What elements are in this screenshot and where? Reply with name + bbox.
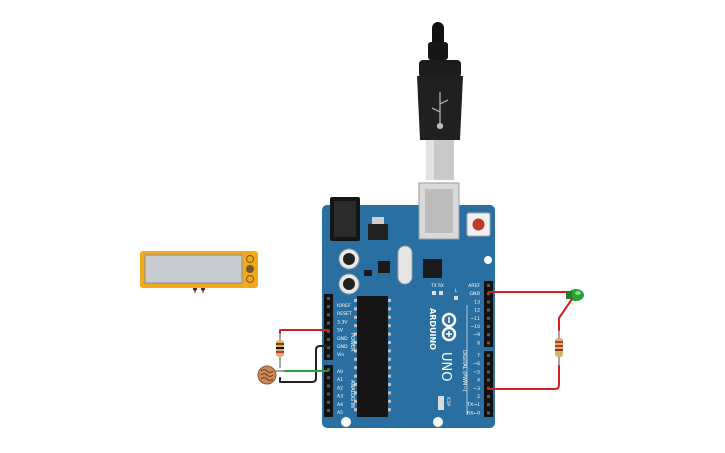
wires[interactable] [275,291,573,390]
pin-label: A1 [337,377,343,383]
pin-label: TX→1 [466,402,480,408]
power-section-label: POWER [349,333,355,352]
pin-label: GND [469,291,480,297]
header-pin[interactable] [487,411,490,415]
pin-label: 13 [474,299,480,305]
pin-label: ~9 [473,332,480,338]
pin-label: A5 [337,410,343,416]
pin-label: 8 [477,340,480,346]
pin-label: 7 [477,353,480,359]
header-pin[interactable] [327,409,330,412]
header-pin[interactable] [327,305,330,309]
digital-header-high [484,281,493,347]
analog-header [324,365,333,417]
pin-label: 4 [477,378,480,384]
pulldown-resistor[interactable] [276,333,284,368]
l-label: L [455,288,458,293]
pin-label: ~6 [473,361,480,367]
led-resistor[interactable] [555,330,563,366]
header-pin[interactable] [487,333,490,337]
tx-label: TX [430,283,436,288]
pin-label: GND [337,344,348,350]
header-pin[interactable] [487,300,490,304]
header-pin[interactable] [327,346,330,350]
icsp-label: ICSP [446,397,451,407]
usb-symbol-icon [431,92,449,130]
wire-5v-red [279,329,329,334]
pin-label: GND [337,336,348,342]
reset-button[interactable] [466,212,491,237]
header-pin[interactable] [327,338,330,341]
header-pin[interactable] [327,368,330,371]
header-pin[interactable] [327,376,330,380]
pin-label: A4 [337,402,343,408]
analog-section-label: ANALOG IN [349,380,355,408]
digital-section-label: DIGITAL (PWM~) [461,350,467,392]
pin-label: ~5 [473,369,480,375]
header-pin[interactable] [487,325,490,328]
arduino-uno-board[interactable]: TX RX L ARDUINO UNO ICSP POWER ANALOG IN… [322,182,495,428]
wire-pin3 [488,365,560,390]
photoresistor[interactable] [257,365,277,385]
header-pin[interactable] [327,392,330,396]
header-pin[interactable] [487,341,490,345]
header-pin[interactable] [487,362,490,366]
header-pin[interactable] [327,384,330,388]
rx-label: RX [438,283,444,288]
header-pin[interactable] [487,354,490,357]
arduino-brand: ARDUINO [428,308,437,350]
serial-monitor[interactable] [140,251,258,294]
pin-label: Vin [337,352,344,358]
wire-gnd-black [279,345,329,383]
pin-label: 3.3V [337,319,348,325]
pin-label: ~3 [473,386,480,392]
header-pin[interactable] [327,329,330,333]
pin-label: ~10 [470,324,480,330]
header-pin[interactable] [327,321,330,325]
header-pin[interactable] [327,297,330,300]
pin-label: 12 [474,308,480,314]
pin-label: ~11 [470,316,480,322]
wire-led-resistor [558,298,573,331]
uno-label: UNO [438,352,453,381]
pin-label: 5V [337,328,344,334]
pin-label: A3 [337,394,343,400]
green-led[interactable] [566,289,584,301]
header-pin[interactable] [487,370,490,374]
pin-label: RESET [337,311,352,317]
pin-label: A2 [337,385,343,391]
usb-cable[interactable] [417,22,463,180]
header-pin[interactable] [487,308,490,312]
pin-label: RX←0 [467,410,480,416]
arduino-logo [441,312,457,342]
header-pin[interactable] [487,292,490,296]
header-pin[interactable] [327,313,330,317]
pin-label: IOREF [337,303,351,309]
header-pin[interactable] [327,354,330,358]
header-pin[interactable] [487,284,490,287]
header-pin[interactable] [487,395,490,398]
pin-label: A0 [337,369,343,375]
pin-label: 2 [477,394,480,400]
atmega-chip [354,296,391,417]
header-pin[interactable] [487,316,490,320]
digital-header-low [484,351,493,417]
header-pin[interactable] [487,378,490,382]
power-header [324,294,333,360]
header-pin[interactable] [487,403,490,407]
header-pin[interactable] [327,400,330,404]
pin-label: AREF [468,283,480,289]
